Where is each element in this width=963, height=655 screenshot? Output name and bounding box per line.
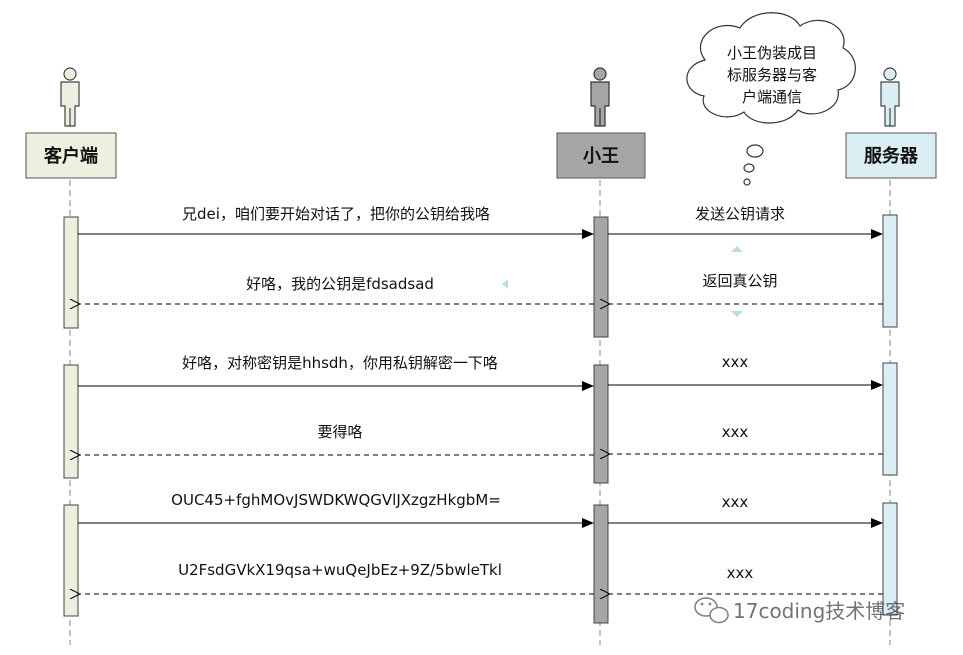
wechat-icon [694,597,729,624]
thought-cloud: 小王伪装成目 标服务器与客 户端通信 [686,12,856,186]
server-figure-icon [880,67,900,127]
server-activation-1 [882,214,898,328]
message-forward-xxx-2: xxx [722,493,749,511]
down-marker-icon [731,311,743,317]
message-forward-xxx-1: xxx [722,353,749,371]
client-activation-3 [63,504,79,617]
message-ack: 要得咯 [317,423,362,441]
client-header-box [25,132,117,179]
message-forward-request: 发送公钥请求 [695,205,785,223]
attacker-label: 小王 [583,146,619,167]
server-activation-3 [882,502,898,616]
cloud-line-3: 户端通信 [742,88,802,106]
client-label: 客户端 [44,145,98,167]
attacker-activation-2 [593,364,609,484]
left-marker-icon [502,279,508,289]
message-real-key: 返回真公钥 [702,272,777,290]
message-fake-key: 好咯，我的公钥是fdsadsad [246,275,434,293]
attacker-activation-3 [593,504,609,624]
up-marker-icon [731,246,743,252]
cloud-line-2: 标服务器与客 [727,66,817,84]
message-symmetric-key: 好咯，对称密钥是hhsdh，你用私钥解密一下咯 [182,354,498,372]
message-request-key: 兄dei，咱们要开始对话了，把你的公钥给我咯 [182,205,490,223]
message-return-xxx-1: xxx [722,423,749,441]
message-cipher-2: U2FsdGVkX19qsa+wuQeJbEz+9Z/5bwleTkl [178,561,502,579]
client-activation-1 [63,216,79,329]
server-header-box [845,132,937,179]
watermark-text: 17coding技术博客 [733,599,905,623]
attacker-activation-1 [593,216,609,338]
client-figure-icon [60,67,80,127]
server-activation-2 [882,362,898,476]
watermark: 17coding技术博客 [694,597,905,624]
attacker-header-box [556,132,646,179]
attacker-figure-icon [590,67,610,127]
cloud-line-1: 小王伪装成目 [727,44,817,62]
message-return-xxx-2: xxx [727,564,754,582]
message-cipher-1: OUC45+fghMOvJSWDKWQGVlJXzgzHkgbM= [171,491,501,509]
server-label: 服务器 [864,145,919,167]
client-activation-2 [63,364,79,479]
